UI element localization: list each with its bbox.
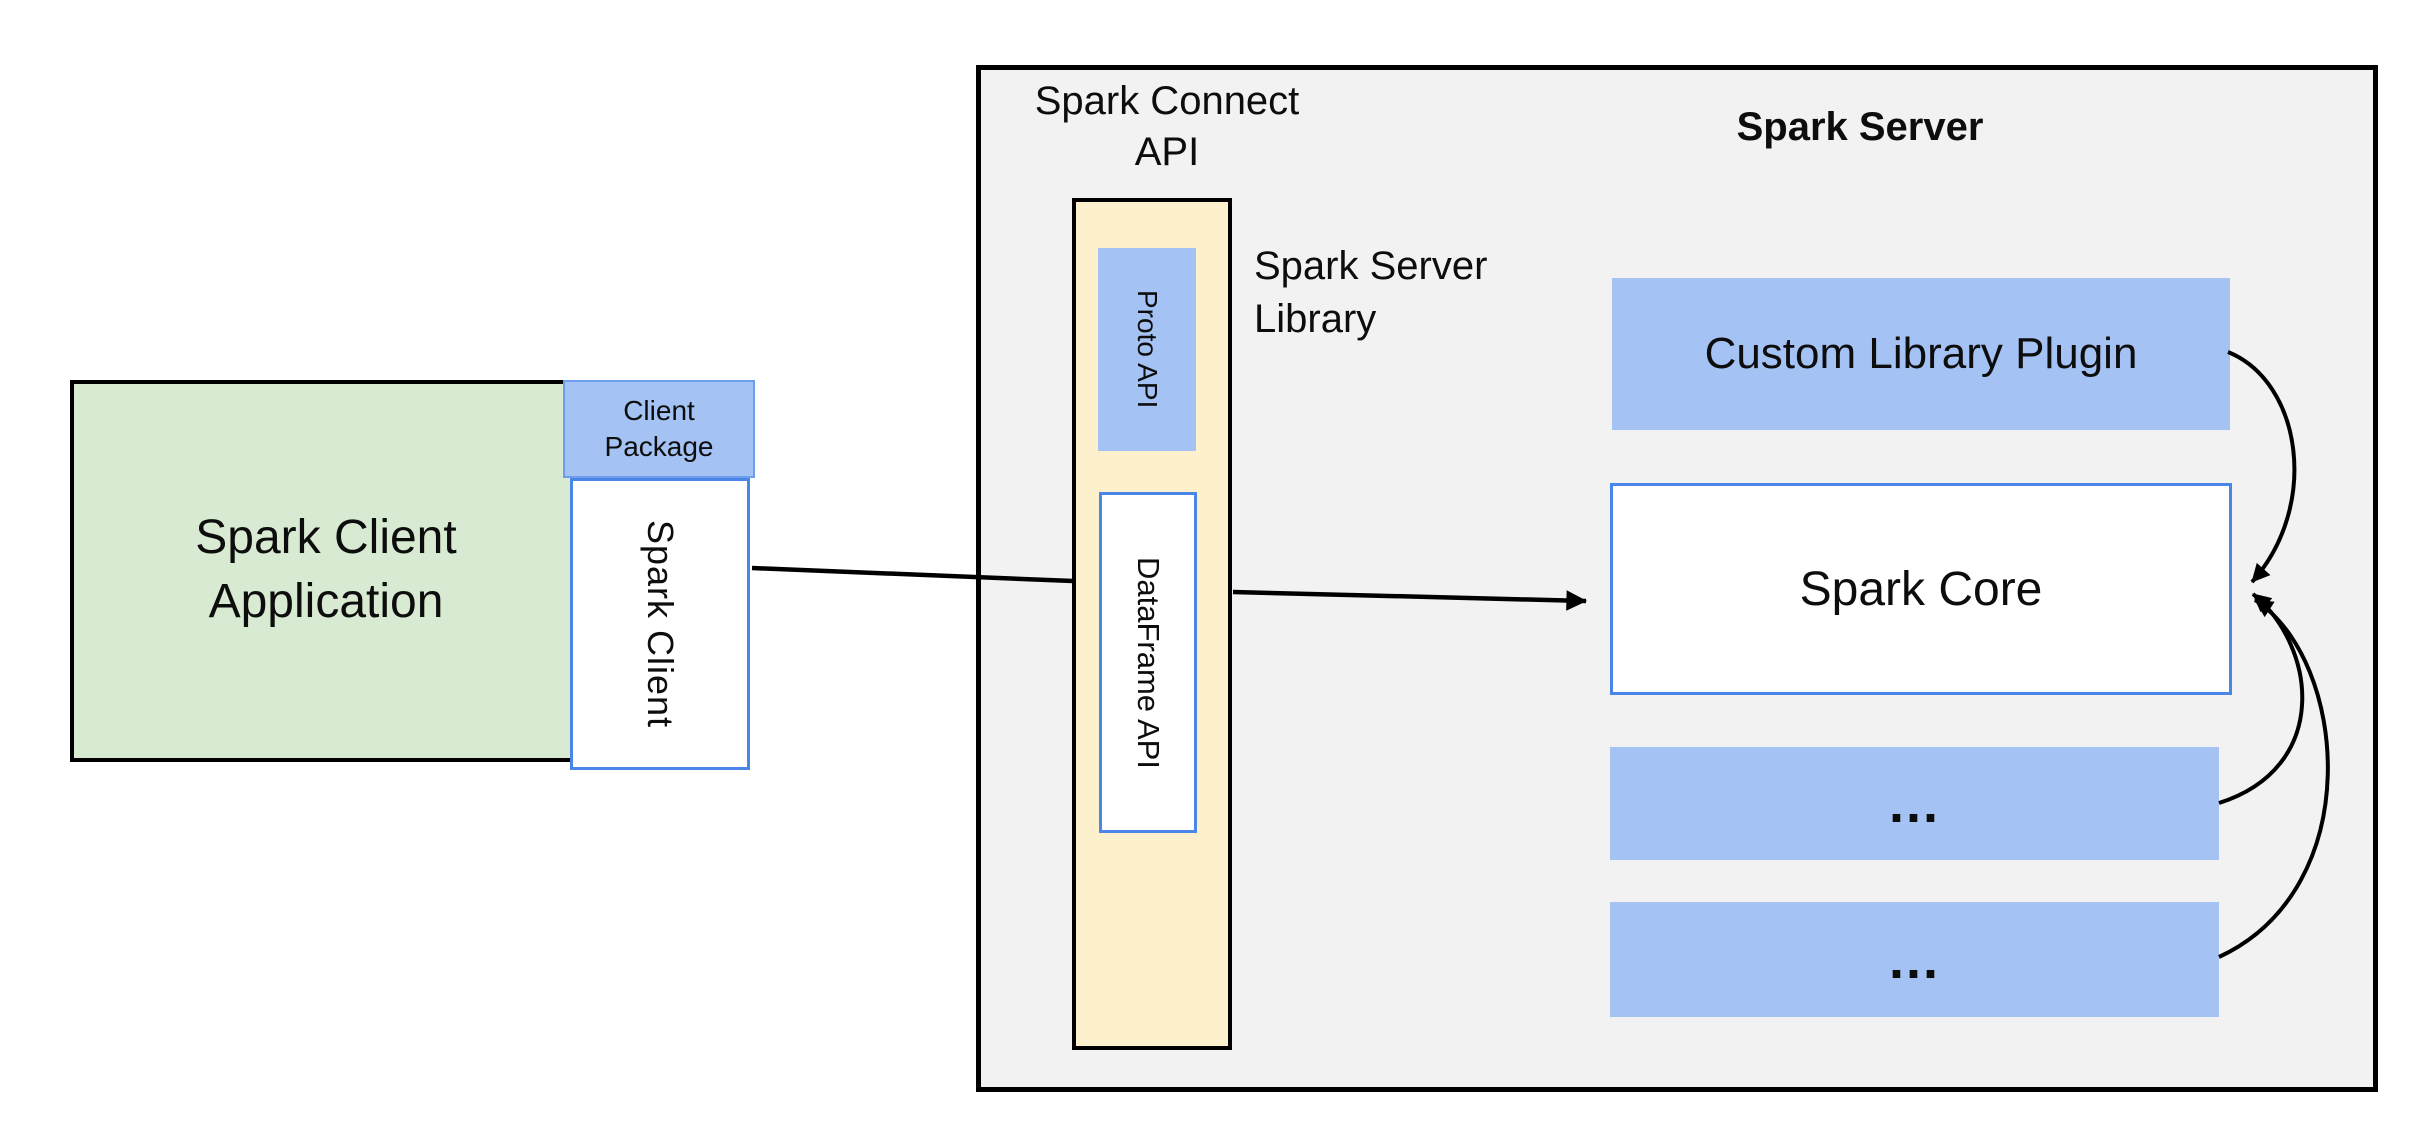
spark-core-label: Spark Core	[1799, 562, 2043, 616]
more-box-1-label: ...	[1888, 773, 1940, 834]
spark-client-label: Spark Client	[640, 519, 681, 729]
spark-client-application-label: Spark Client Application	[195, 511, 457, 628]
spark-server-library-label: Spark Server Library	[1254, 244, 1488, 341]
spark-client-application-box	[70, 380, 598, 762]
dataframe-api-label: DataFrame API	[1131, 556, 1166, 769]
more-box-1: ...	[1610, 747, 2219, 860]
more-box-2-label: ...	[1888, 929, 1940, 990]
client-package-box: Client Package	[563, 380, 755, 478]
spark-core-box: Spark Core	[1610, 483, 2232, 695]
proto-api-label: Proto API	[1132, 290, 1163, 409]
custom-library-plugin-label: Custom Library Plugin	[1704, 329, 2138, 378]
spark-server-title: Spark Server	[1736, 105, 1984, 149]
more-box-2: ...	[1610, 902, 2219, 1017]
spark-connect-api-title: Spark Connect API	[1034, 79, 1300, 174]
custom-library-plugin-box: Custom Library Plugin	[1612, 278, 2230, 430]
proto-api-box: Proto API	[1098, 248, 1196, 451]
client-package-label: Client Package	[604, 395, 714, 462]
spark-client-box: Spark Client	[570, 478, 750, 770]
dataframe-api-box: DataFrame API	[1099, 492, 1197, 833]
